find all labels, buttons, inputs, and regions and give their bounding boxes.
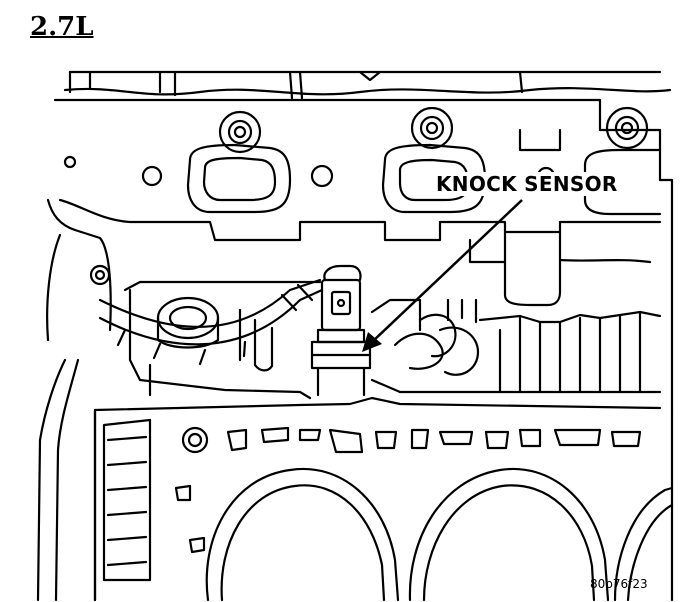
manifold-bolt-1 [218, 110, 262, 154]
block-right-detail [370, 298, 662, 394]
deck-passages [174, 426, 642, 554]
intake-port-1 [186, 143, 292, 214]
manifold-bolt-2 [410, 106, 454, 150]
hole-left-2 [141, 165, 163, 187]
cylinder-bore-1 [205, 467, 400, 602]
intake-port-3 [583, 148, 662, 216]
manifold-flange-edge [58, 198, 662, 242]
engine-title: 2.7L [30, 12, 94, 42]
block-valley [123, 280, 322, 400]
cylinder-bore-3 [613, 486, 674, 602]
manifold-bolt-3 [605, 106, 649, 150]
intake-manifold [53, 70, 672, 182]
support-bracket [503, 230, 562, 307]
oil-port [156, 296, 220, 349]
block-left-edge [36, 358, 67, 602]
knock-sensor-label: KNOCK SENSOR [434, 172, 620, 196]
knock-sensor [310, 264, 372, 397]
cylinder-deck [93, 396, 662, 602]
hole-left-1 [63, 155, 77, 169]
deck-bolt [181, 426, 209, 454]
cylinder-bore-2 [408, 467, 610, 602]
callout-arrow [362, 199, 523, 352]
hole-mid-1 [310, 164, 334, 188]
figure-code: 80b76f23 [590, 577, 648, 591]
